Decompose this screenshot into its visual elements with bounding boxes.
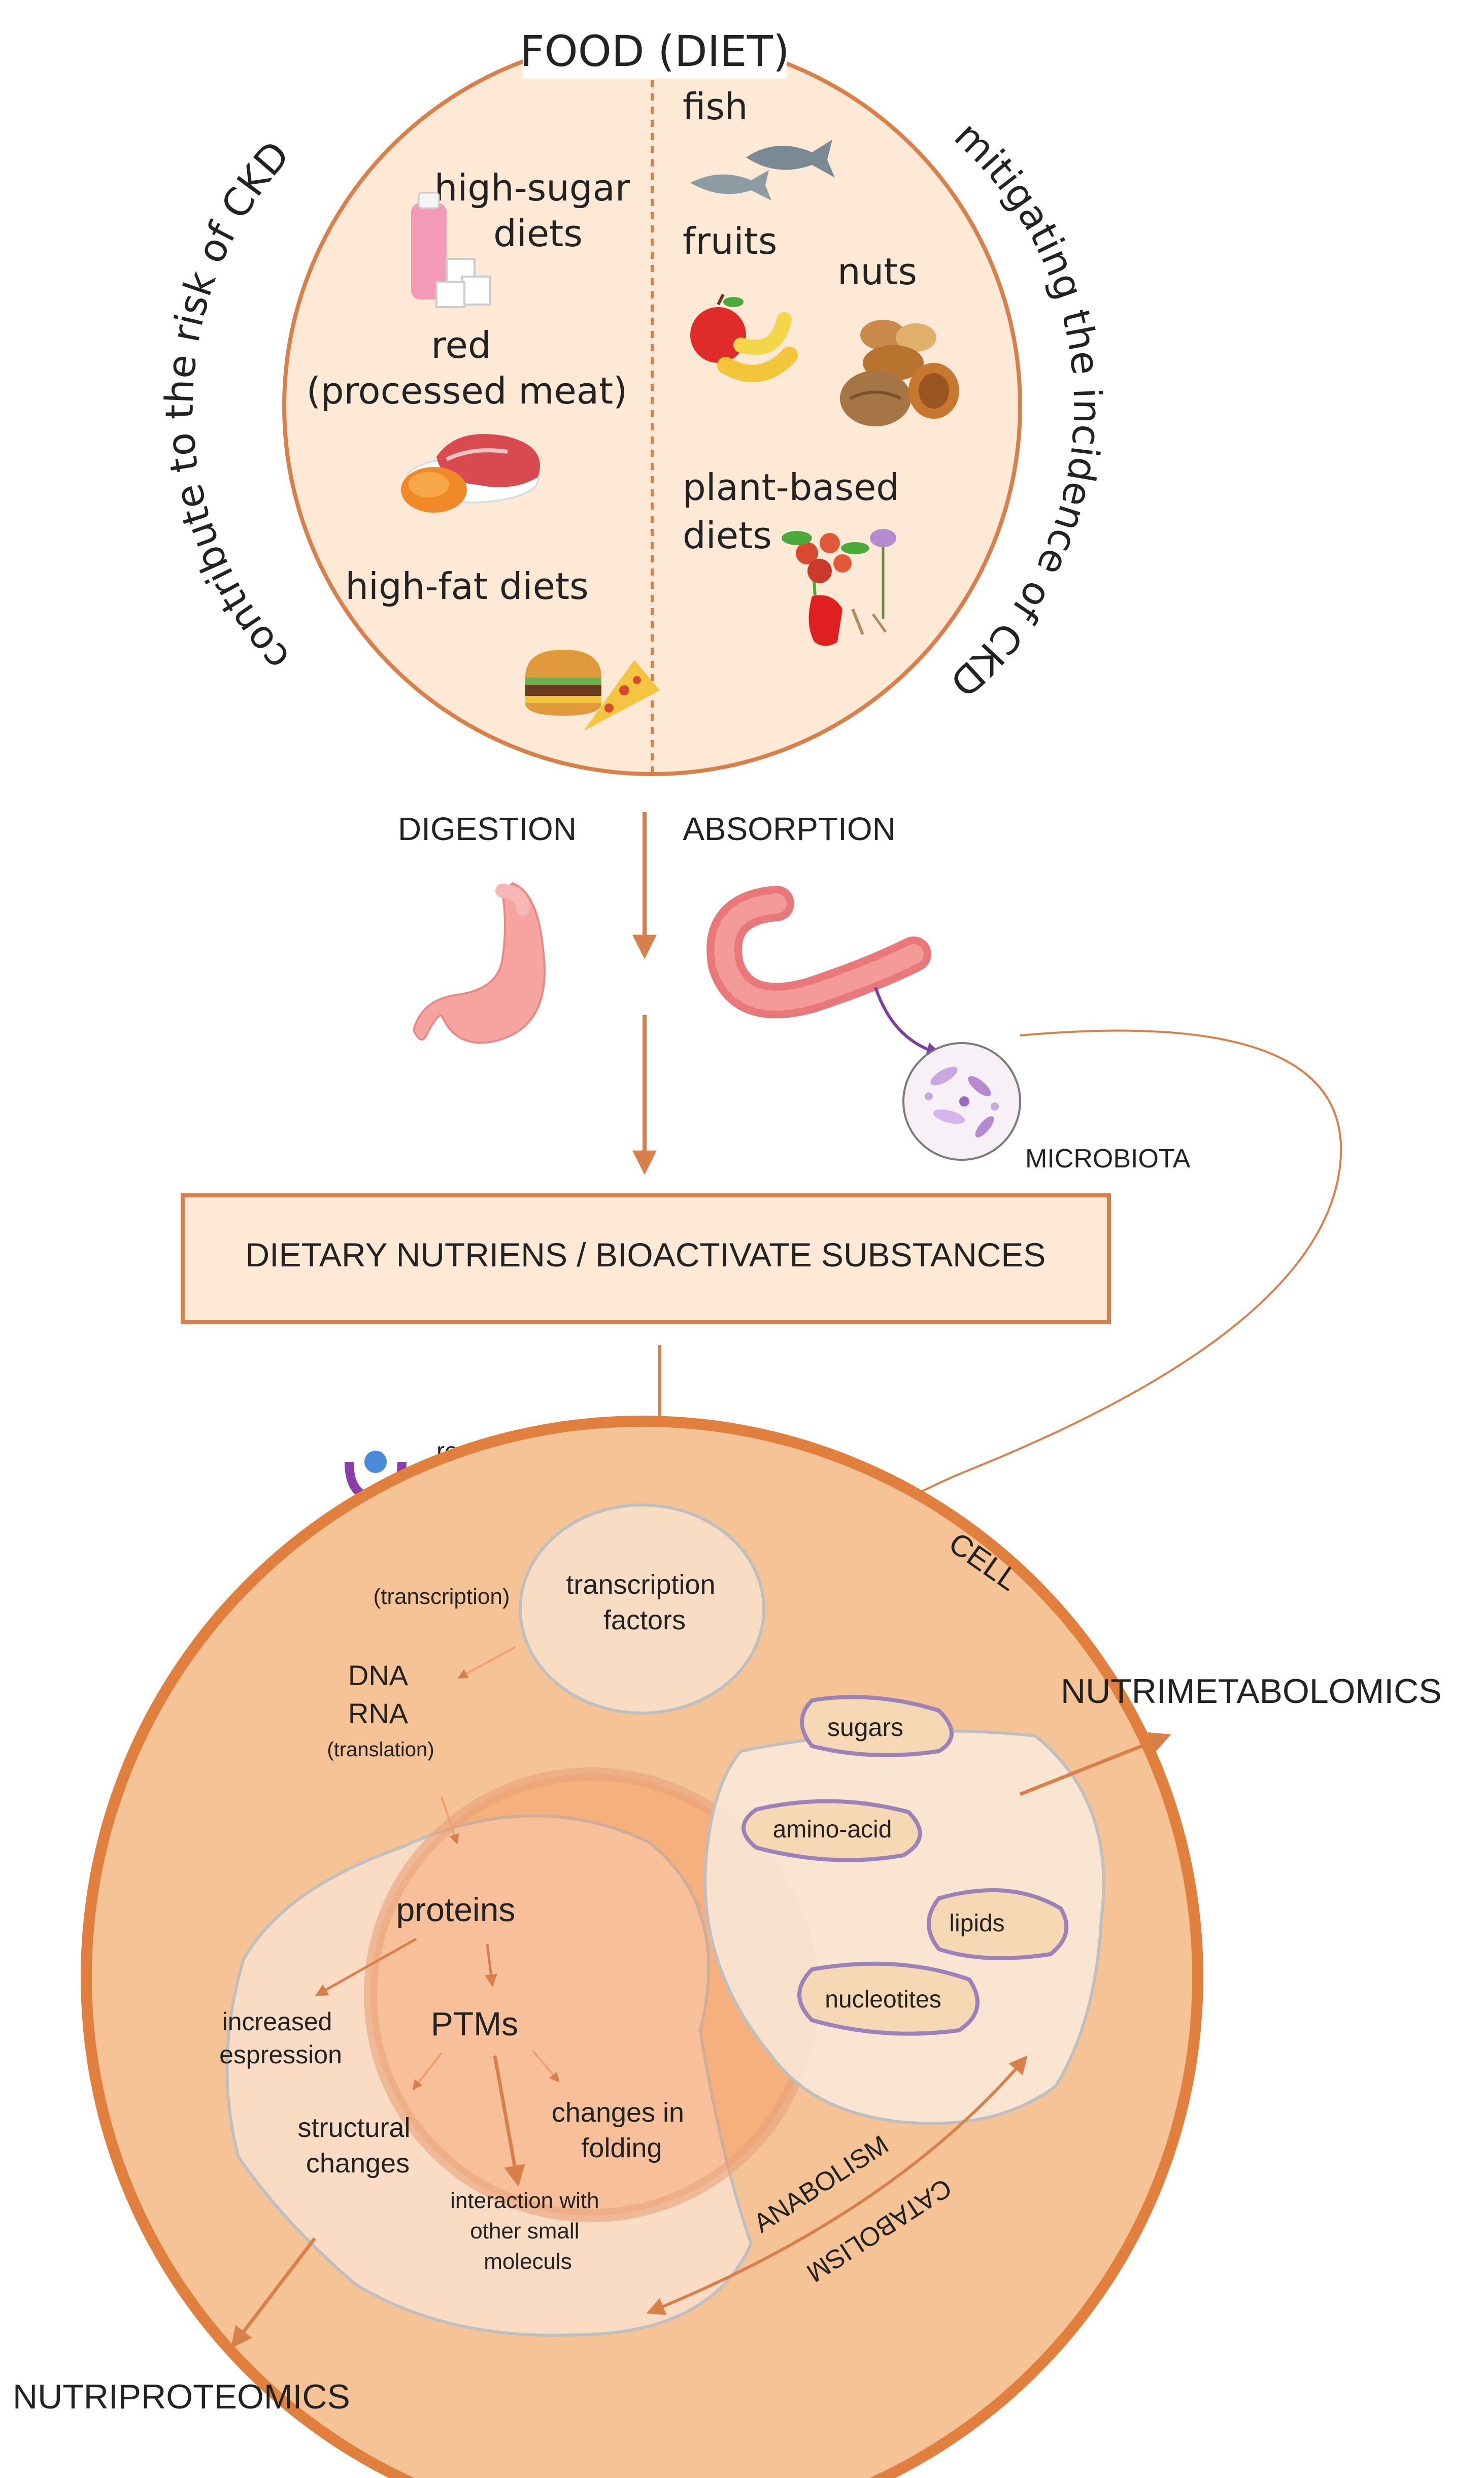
protective-item-line: plant-based	[683, 466, 899, 509]
absorption-label: ABSORPTION	[683, 811, 896, 847]
metabolite-label: sugars	[827, 1713, 903, 1742]
protective-item-fruits: fruits	[683, 220, 798, 382]
protective-item-plant-based: plant-based diets	[683, 466, 911, 646]
metabolite-lipids: lipids	[927, 1888, 1069, 1960]
food-title: FOOD (DIET)	[520, 26, 789, 76]
interaction-line: other small	[470, 2219, 579, 2243]
translation-label: (translation)	[327, 1738, 434, 1761]
changes-in-folding-line: folding	[581, 2133, 662, 2163]
digestion-label: DIGESTION	[398, 811, 577, 847]
risk-item-high-fat: high-fat diets	[345, 565, 660, 731]
svg-text:interaction with other sma: interaction with other small moleculs	[450, 2188, 605, 2274]
risk-item-line: high-fat diets	[345, 565, 588, 608]
nutrients-box	[181, 1193, 1111, 1324]
proteome-region	[225, 1814, 753, 2337]
risk-arc-label: contribute to the risk of CKD	[157, 132, 298, 680]
protective-item-line: diets	[683, 514, 772, 557]
vegetables-icon	[782, 529, 896, 646]
arrow-tf-to-dna	[457, 1646, 516, 1679]
risk-item-line: (processed meat)	[307, 370, 628, 412]
metabolite-sugars: sugars	[800, 1695, 954, 1757]
structural-changes-line: changes	[306, 2148, 410, 2179]
intestine-icon	[706, 886, 931, 1019]
metabolite-nucleotites: nucleotites	[797, 1961, 980, 2036]
proteins-label: proteins	[396, 1891, 516, 1928]
risk-item-red-meat: red (processed meat)	[307, 324, 628, 513]
stomach-icon	[412, 882, 546, 1044]
interaction-line: moleculs	[484, 2249, 572, 2274]
svg-text:high-sugar diets: high-sugar diets	[434, 166, 642, 255]
metabolite-label: lipids	[949, 1910, 1004, 1937]
risk-item-line: red	[431, 324, 491, 366]
dna-label: DNA	[348, 1659, 409, 1691]
transcription-label: (transcription)	[374, 1584, 510, 1609]
nutrimetabolomics-label: NUTRIMETABOLOMICS	[1061, 1672, 1442, 1711]
rna-label: RNA	[348, 1697, 409, 1729]
arrow-to-nutriproteomics	[230, 2237, 316, 2349]
risk-item-line: high-sugar	[434, 166, 630, 209]
fast-food-icon	[525, 650, 660, 731]
svg-text:transcription factors: transcription factors	[566, 1569, 723, 1635]
fish-icon	[690, 140, 835, 200]
arrow-proteins-to-ptms	[485, 1944, 497, 1987]
microbiota-label: MICROBIOTA	[1025, 1144, 1191, 1174]
svg-text:structural changes: structural changes	[297, 2113, 418, 2179]
nutriproteomics-label: NUTRIPROTEOMICS	[13, 2377, 350, 2416]
arrow-anabolism-catabolism	[646, 2055, 1028, 2315]
metabolite-label: amino-acid	[773, 1816, 892, 1843]
risk-item-high-sugar: high-sugar diets	[411, 166, 642, 308]
risk-item-line: diets	[493, 212, 583, 255]
transcription-factors-body	[519, 1503, 765, 1715]
ptms-label: PTMs	[431, 2005, 518, 2042]
arrow-ptms-to-folding	[532, 2050, 560, 2083]
svg-text:red (processed meat): red (processed meat)	[307, 324, 628, 412]
arrow-ptms-to-interaction	[493, 2055, 525, 2187]
arrow-intestine-to-microbiota	[874, 987, 942, 1058]
changes-in-folding-line: changes in	[552, 2097, 684, 2128]
microbiota-icon	[902, 1042, 1021, 1161]
transcription-factors-line: factors	[603, 1605, 686, 1635]
protective-item-fish: fish	[683, 85, 835, 200]
increased-expression-line: increased	[222, 2007, 332, 2036]
protective-item-nuts: nuts	[837, 250, 959, 426]
transcription-factors-line: transcription	[566, 1569, 715, 1600]
nutrients-box-label: DIETARY NUTRIENS / BIOACTIVATE SUBSTANCE…	[246, 1236, 1046, 1274]
meat-icon	[401, 434, 540, 513]
structural-changes-line: structural	[297, 2113, 410, 2143]
food-diet-circle	[282, 23, 1022, 776]
protective-item-line: fish	[683, 85, 748, 128]
svg-text:increased espression: increased espression	[219, 2007, 342, 2069]
protective-item-line: fruits	[683, 220, 777, 262]
arrow-rna-to-proteins	[441, 1796, 459, 1845]
sugar-drink-icon	[411, 192, 491, 308]
svg-text:contribute to the risk of CKD: contribute to the risk of CKD	[157, 132, 298, 680]
arrow-to-nutrimetabolomics	[1019, 1732, 1171, 1796]
nuts-icon	[840, 320, 959, 426]
protective-item-line: nuts	[837, 250, 917, 293]
increased-expression-line: espression	[219, 2040, 342, 2069]
metabolite-amino-acid: amino-acid	[741, 1799, 922, 1862]
arrow-ptms-to-structural	[412, 2052, 443, 2091]
interaction-line: interaction with	[450, 2188, 599, 2213]
arrow-proteins-to-expression	[315, 1937, 417, 1996]
svg-text:plant-based diets: plant-based diets	[683, 466, 911, 557]
metabolite-label: nucleotites	[825, 1986, 941, 2013]
fruits-icon	[690, 293, 798, 382]
